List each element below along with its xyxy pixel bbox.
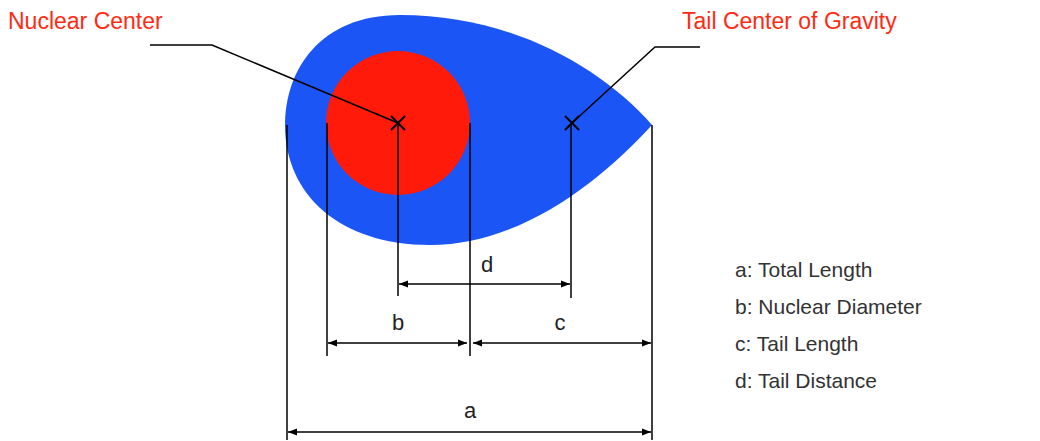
- center-marks: [391, 116, 579, 130]
- dimension-letter: a: [461, 398, 479, 424]
- dimension-letter: c: [552, 310, 569, 336]
- key-note: d: Tail Distance: [735, 368, 877, 393]
- key-note: a: Total Length: [735, 257, 872, 282]
- dimension-letter: d: [478, 252, 496, 278]
- extension-lines: [287, 123, 652, 440]
- key-note: c: Tail Length: [735, 331, 858, 356]
- dimension-letter: b: [389, 310, 407, 336]
- key-note: b: Nuclear Diameter: [735, 294, 922, 319]
- comet-tail: [285, 15, 652, 245]
- callout-label: Tail Center of Gravity: [682, 8, 897, 36]
- callout-label: Nuclear Center: [8, 8, 163, 36]
- dimension-arrows: [288, 284, 651, 432]
- leader-lines: [150, 45, 700, 123]
